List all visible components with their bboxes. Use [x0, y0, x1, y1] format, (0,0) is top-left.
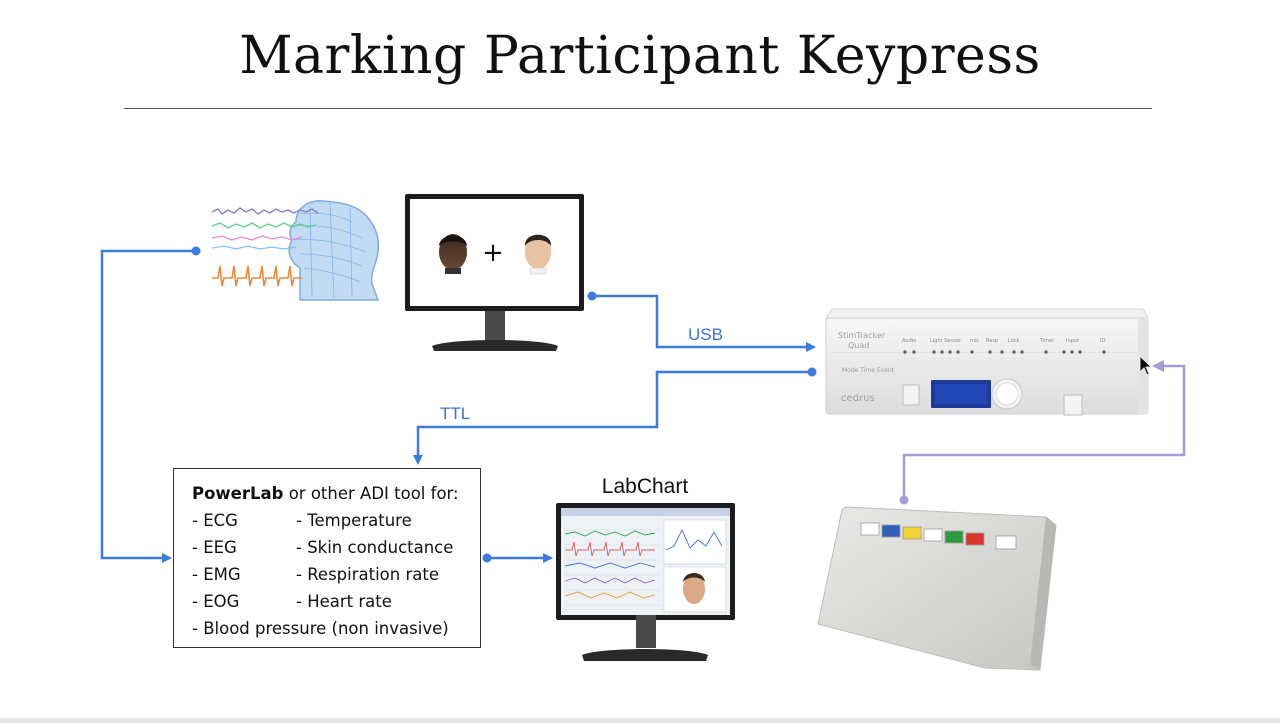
- svg-text:Mode Time Event: Mode Time Event: [842, 367, 895, 374]
- svg-text:Resp: Resp: [986, 338, 998, 344]
- labchart-title: LabChart: [601, 475, 689, 498]
- usb-label: USB: [688, 325, 723, 344]
- stimulus-monitor-icon: +: [405, 194, 584, 351]
- svg-text:mic: mic: [970, 338, 979, 344]
- powerlab-item: - EOG: [192, 592, 240, 611]
- response-pad-icon: [817, 506, 1057, 671]
- svg-text:Lock: Lock: [1008, 338, 1020, 344]
- powerlab-item: - EEG: [192, 538, 237, 557]
- connector-usb: [587, 291, 816, 352]
- connector-responsepad-to-stimtracker: [899, 360, 1186, 505]
- stimtracker-device-icon: StimTracker Quad Mode Time Event Audio Li…: [825, 308, 1149, 416]
- stimtracker-brand: cedrus: [841, 393, 875, 404]
- powerlab-item: - Blood pressure (non invasive): [192, 619, 449, 638]
- powerlab-row: - EMG - Respiration rate: [192, 561, 480, 588]
- brain-signals-icon: [211, 200, 380, 301]
- powerlab-item: - Skin conductance: [296, 538, 454, 557]
- powerlab-row: - Blood pressure (non invasive): [192, 615, 480, 642]
- powerlab-item: - EMG: [192, 565, 241, 584]
- powerlab-heading-rest: or other ADI tool for:: [283, 484, 459, 503]
- svg-text:Input: Input: [1066, 338, 1079, 344]
- powerlab-item: - Heart rate: [296, 592, 392, 611]
- svg-text:+: +: [482, 238, 504, 268]
- connector-brain-to-powerlab: [100, 246, 201, 563]
- svg-text:Audio: Audio: [902, 338, 916, 344]
- stimtracker-name: StimTracker: [838, 331, 886, 340]
- bottom-bar: [0, 718, 1280, 723]
- powerlab-heading: PowerLab or other ADI tool for:: [192, 480, 480, 507]
- cursor-icon: [1139, 355, 1152, 376]
- svg-text:Light Sensor: Light Sensor: [930, 338, 962, 344]
- slide-title: Marking Participant Keypress: [239, 26, 1041, 86]
- connector-ttl: [413, 367, 817, 465]
- svg-text:Timer: Timer: [1039, 338, 1055, 344]
- stimtracker-model: Quad: [848, 341, 869, 350]
- powerlab-row: - EOG - Heart rate: [192, 588, 480, 615]
- powerlab-row: - ECG - Temperature: [192, 507, 480, 534]
- powerlab-info-box: PowerLab or other ADI tool for: - ECG - …: [173, 468, 481, 648]
- powerlab-row: - EEG - Skin conductance: [192, 534, 480, 561]
- svg-text:IO: IO: [1100, 338, 1105, 344]
- powerlab-item: - Respiration rate: [296, 565, 439, 584]
- title-divider: [124, 108, 1152, 109]
- powerlab-item: - ECG: [192, 511, 238, 530]
- labchart-monitor-icon: [556, 503, 735, 661]
- powerlab-heading-bold: PowerLab: [192, 484, 284, 503]
- ttl-label: TTL: [440, 404, 471, 423]
- powerlab-item: - Temperature: [296, 511, 412, 530]
- connector-powerlab-to-labchart: [482, 553, 553, 563]
